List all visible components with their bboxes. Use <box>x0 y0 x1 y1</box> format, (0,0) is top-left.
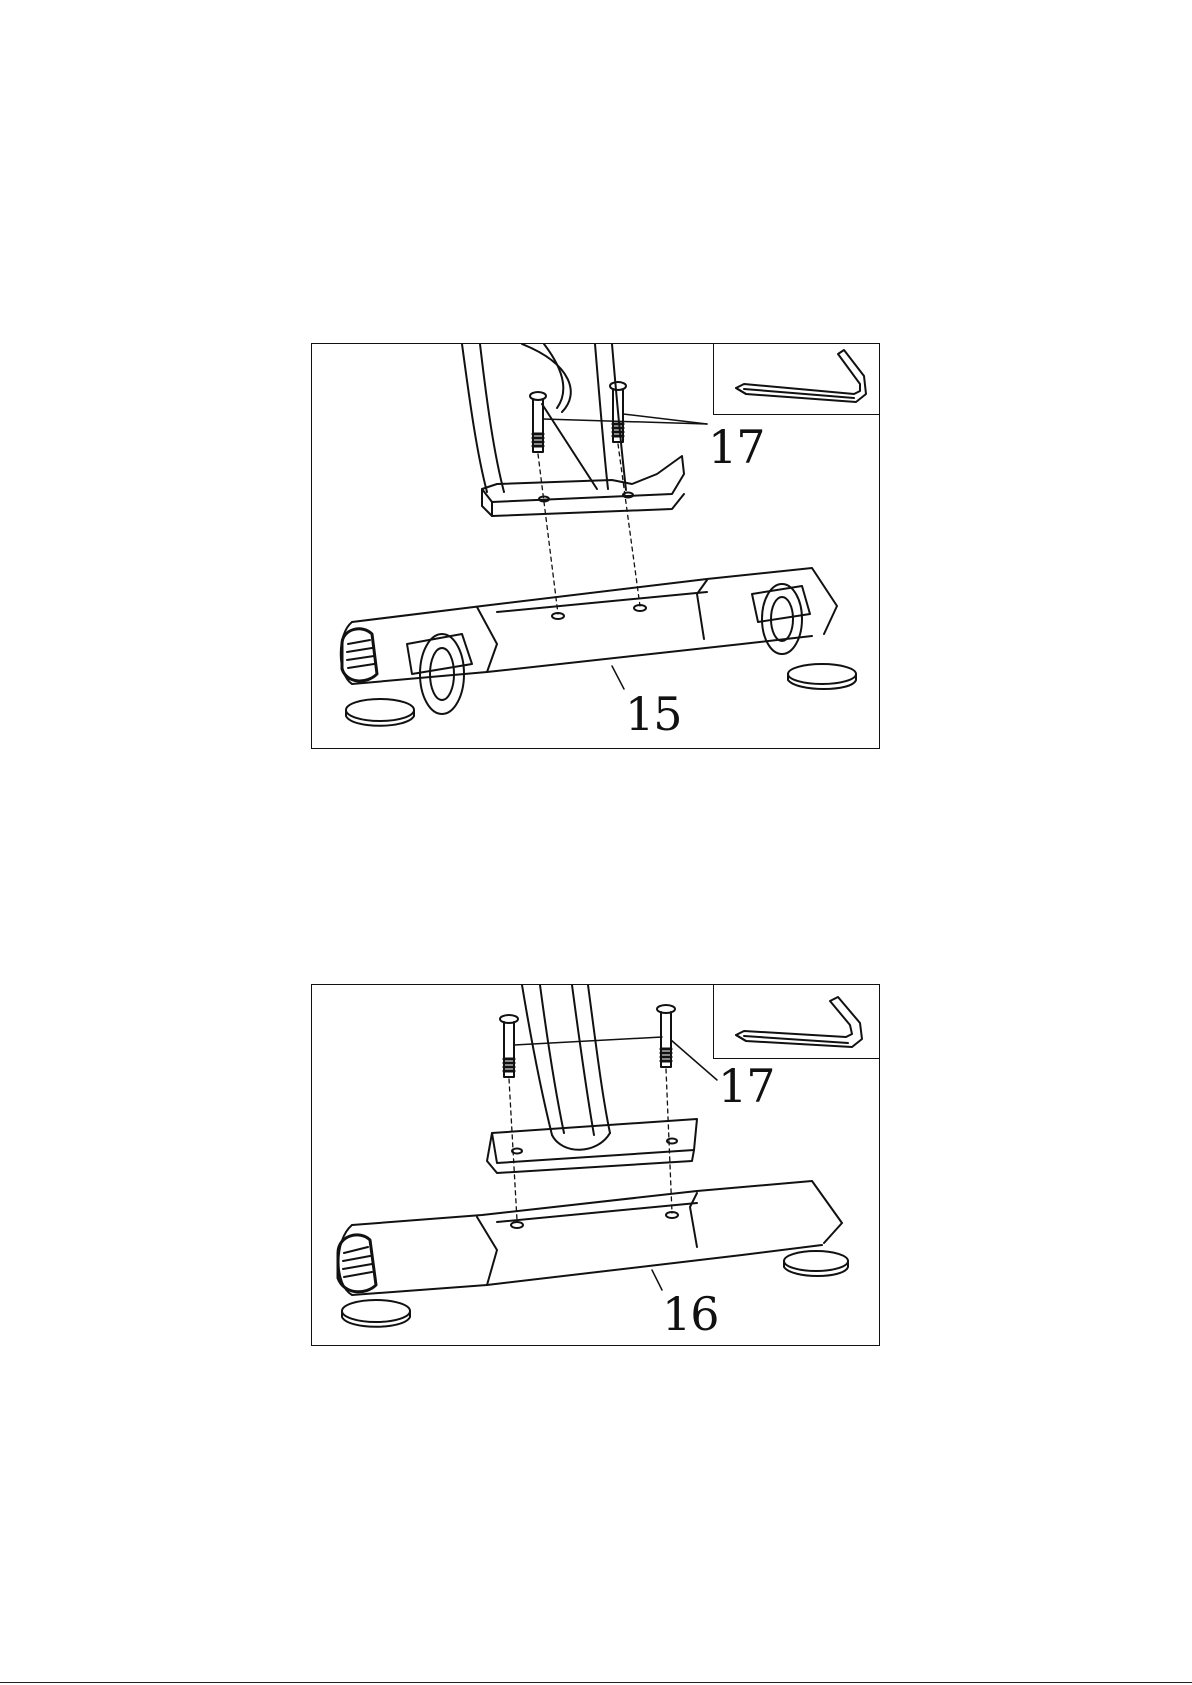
callout-front-stabilizer: 15 <box>625 691 682 737</box>
mounting-plate <box>487 1119 697 1173</box>
callout-rear-stabilizer: 16 <box>662 1291 719 1337</box>
tool-inset <box>713 344 879 415</box>
allen-wrench-icon <box>714 344 878 413</box>
figure-1-front-stabilizer: 17 15 <box>311 343 880 749</box>
tool-inset <box>713 985 879 1059</box>
callout-bolts: 17 <box>708 424 765 470</box>
allen-wrench-icon <box>714 985 878 1057</box>
mounting-plate <box>482 456 684 516</box>
stabilizer-bar <box>338 1181 848 1327</box>
figure-2-rear-stabilizer: 17 16 <box>311 984 880 1346</box>
page-bottom-rule <box>0 1682 1192 1683</box>
stabilizer-bar <box>341 568 856 726</box>
callout-bolts: 17 <box>718 1063 775 1109</box>
